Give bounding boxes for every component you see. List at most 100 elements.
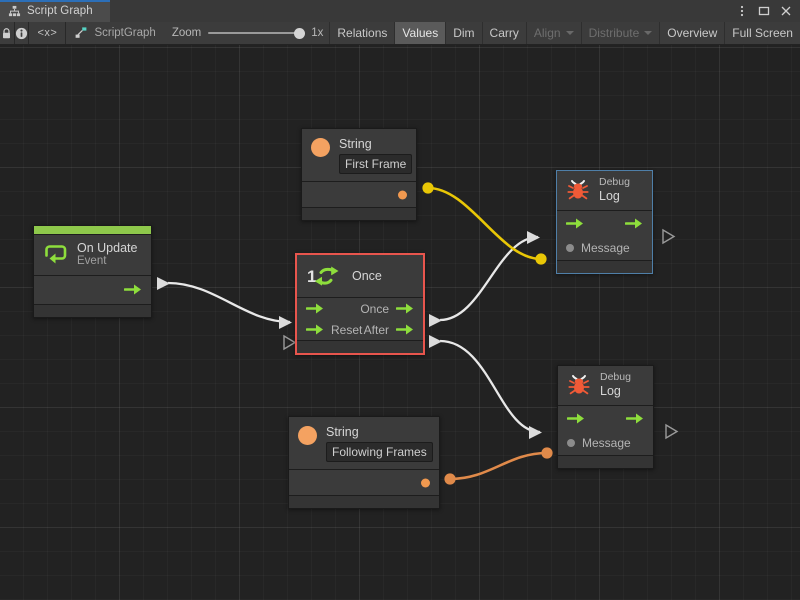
node-title-block: String First Frame [339,137,413,174]
flow-input-arrow-icon[interactable] [567,412,585,425]
zoom-slider-rail [208,32,305,34]
breadcrumb-label: ScriptGraph [94,27,156,39]
info-button[interactable] [15,22,30,44]
string-circle-icon [311,138,330,157]
node-body: Message [558,406,653,455]
port-row-flow-out [34,276,151,304]
node-body [289,470,439,495]
toolbar-button-relations-label: Relations [337,26,388,40]
zoom-control: Zoom 1x [166,22,330,44]
chevron-down-icon [644,31,653,35]
string-value-input[interactable]: Following Frames [326,442,433,462]
node-on-update[interactable]: On Update Event [33,225,152,318]
toolbar-button-dim[interactable]: Dim [445,22,481,44]
output-side: Once [360,302,414,316]
bug-icon [568,375,590,395]
node-header: Debug Log [558,366,653,406]
port-label-reset: Reset [331,322,363,337]
node-title: Log [600,383,621,398]
node-header: String First Frame [302,129,416,182]
title-bar: Script Graph [0,0,800,22]
flow-output-arrow-icon[interactable] [396,323,414,336]
input-side: Message [567,436,631,450]
port-row-value-out [289,470,439,495]
port-row-flow [557,211,652,235]
node-title: Once [352,269,382,283]
event-accent-bar [34,226,151,235]
script-graph-icon [76,27,87,38]
toolbar-button-full-screen-label: Full Screen [732,26,793,40]
update-loop-icon [45,245,67,264]
node-footer [558,455,653,468]
toolbar-button-distribute[interactable]: Distribute [580,22,660,44]
input-side [306,302,324,315]
node-title: Log [599,188,620,203]
port-label-message: Message [582,435,631,450]
window-controls [732,0,796,22]
flow-output-arrow-icon[interactable] [396,302,414,315]
lock-icon [3,27,11,38]
svg-text:1: 1 [307,267,316,286]
node-once[interactable]: 1 Once Once [295,253,425,355]
node-title: String [339,137,372,151]
node-title-block: On Update Event [77,241,137,268]
message-input-port[interactable] [566,243,574,252]
node-title: String [326,425,359,439]
node-footer [557,260,652,273]
lock-button[interactable] [0,22,15,44]
zoom-label: Zoom [171,27,202,39]
toolbar-button-align-label: Align [533,26,561,40]
node-title-block: Debug Log [600,371,631,398]
flow-output-arrow-icon[interactable] [625,217,643,230]
tab-script-graph[interactable]: Script Graph [0,0,110,22]
port-row-value-out [302,182,416,207]
string-output-port[interactable] [398,190,407,199]
toolbar-button-overview[interactable]: Overview [659,22,724,44]
toolbar-button-relations[interactable]: Relations [329,22,394,44]
toolbar-button-values-label: Values [402,26,439,40]
port-label-once: Once [360,301,389,316]
node-body [34,276,151,304]
port-row-flow [558,406,653,430]
node-title-block: Debug Log [599,176,630,203]
maximize-icon[interactable] [754,1,774,21]
port-row-reset-after: Reset After [297,319,423,340]
input-side: Reset [306,323,362,337]
node-title-block: String Following Frames [326,425,433,462]
string-circle-icon [298,426,317,445]
message-input-port[interactable] [567,438,575,447]
node-string-first-frame[interactable]: String First Frame [301,128,417,221]
node-body: Once Reset [297,298,423,340]
breadcrumb[interactable]: ScriptGraph [66,22,165,44]
zoom-slider[interactable] [208,27,306,39]
kebab-menu-icon[interactable] [732,1,752,21]
toolbar-button-values[interactable]: Values [394,22,446,44]
node-footer [302,207,416,220]
string-value-input[interactable]: First Frame [339,154,413,174]
node-header: On Update Event [34,235,151,276]
node-footer [289,495,439,508]
zoom-slider-handle[interactable] [294,27,306,39]
port-label-after: After [363,322,389,337]
flow-input-arrow-icon[interactable] [566,217,584,230]
output-side: After [364,323,414,337]
toolbar-button-carry-label: Carry [489,26,519,40]
toolbar-button-align[interactable]: Align [525,22,581,44]
string-output-port[interactable] [421,478,430,487]
node-debug-log-2[interactable]: Debug Log [557,365,654,469]
flow-input-arrow-icon[interactable] [306,323,324,336]
code-view-button[interactable]: <x> [29,22,67,44]
close-icon[interactable] [776,1,796,21]
graph-canvas[interactable]: On Update Event String Fir [0,45,800,600]
flow-output-arrow-icon[interactable] [124,283,142,296]
info-icon [15,27,28,39]
graph-toolbar: <x> ScriptGraph Zoom 1x Relations Values [0,22,800,45]
node-string-following-frames[interactable]: String Following Frames [288,416,440,509]
toolbar-button-carry[interactable]: Carry [481,22,526,44]
zoom-value: 1x [311,27,324,39]
flow-output-arrow-icon[interactable] [626,412,644,425]
toolbar-button-full-screen[interactable]: Full Screen [724,22,800,44]
once-loop-icon: 1 [307,266,339,286]
flow-input-arrow-icon[interactable] [306,302,324,315]
node-debug-log-1[interactable]: Debug Log [556,170,653,274]
